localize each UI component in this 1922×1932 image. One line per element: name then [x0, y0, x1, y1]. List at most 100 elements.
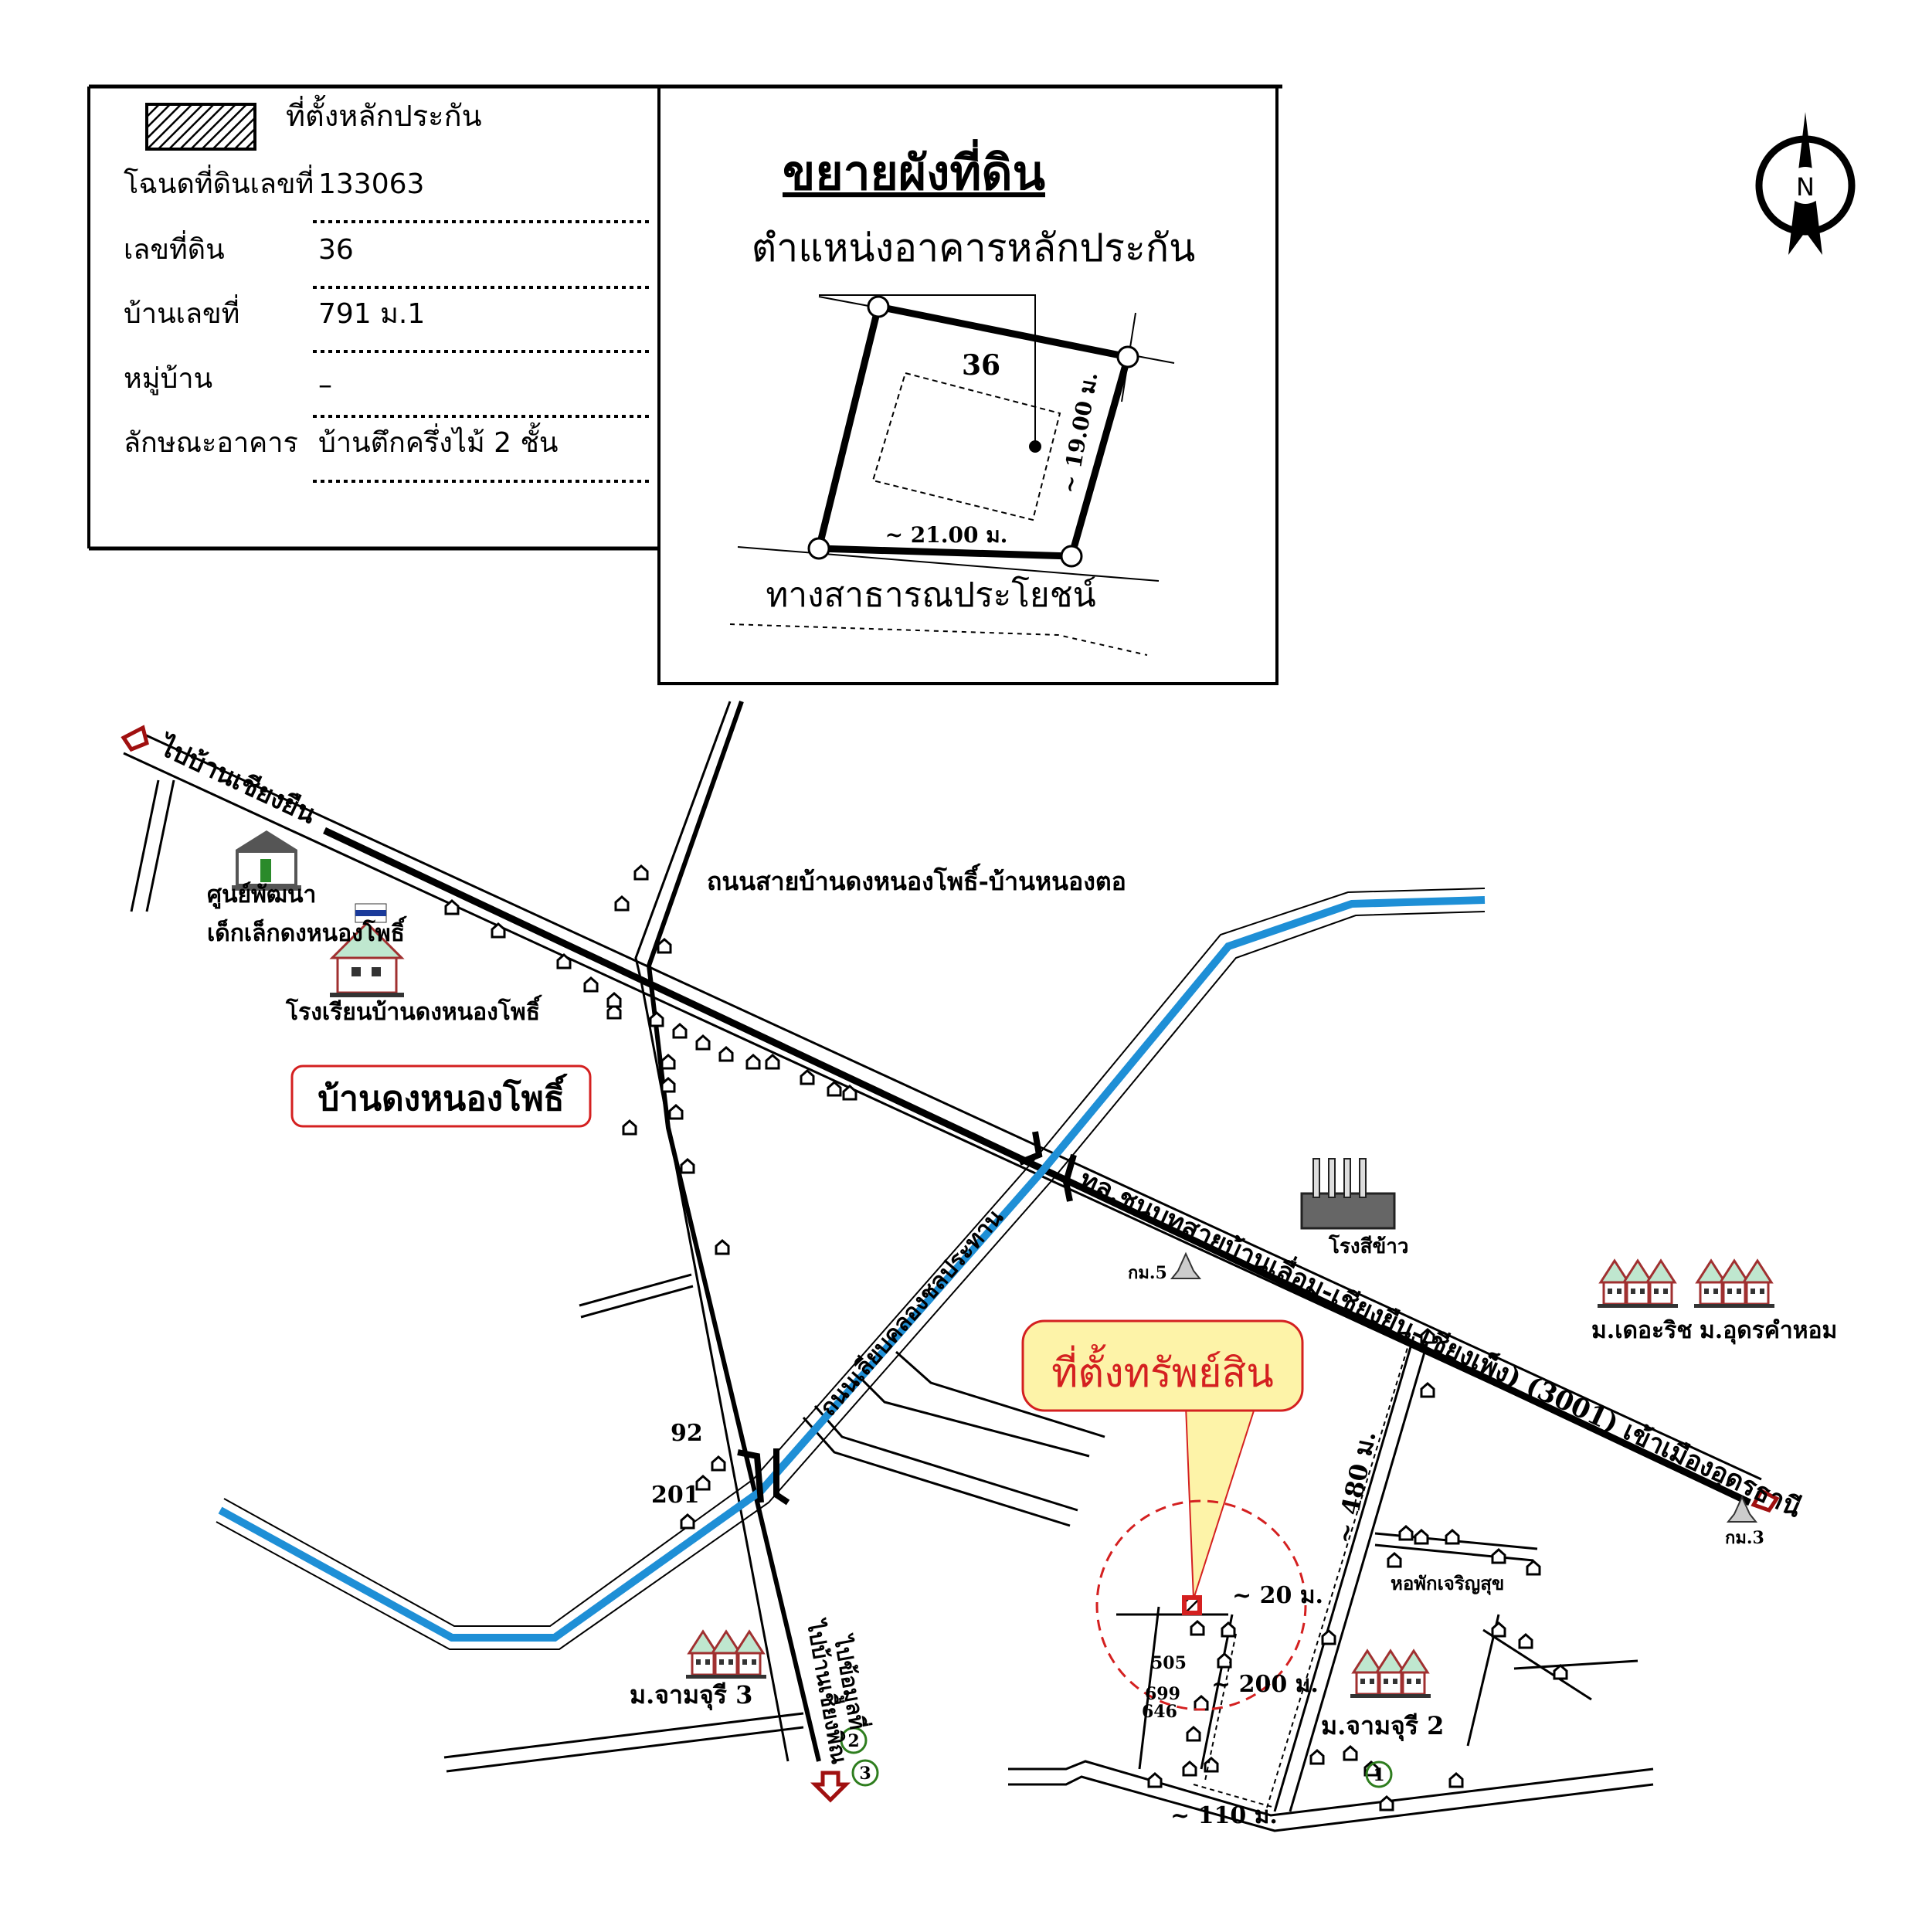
house-icon — [649, 1011, 664, 1027]
house-icon — [614, 895, 630, 912]
arrow-east-icon — [1751, 1488, 1780, 1513]
distance-110-label: ~ 110 ม. — [1170, 1802, 1278, 1829]
road-network — [123, 701, 1762, 1832]
legend-label-parcel: เลขที่ดิน — [124, 230, 225, 266]
hatch-swatch — [145, 103, 256, 151]
house-icon — [1321, 1629, 1336, 1645]
house-646-label: 646 — [1142, 1702, 1177, 1722]
marker-3-label: 3 — [859, 1764, 871, 1784]
house-icon — [827, 1081, 842, 1097]
house-icon — [1448, 1772, 1464, 1788]
asset-radius-circle — [1095, 1499, 1307, 1711]
school-icon — [329, 903, 405, 997]
plot-detail-box: ขยายผังที่ดิน ตำแหน่งอาคารหลักประกัน 36 … — [657, 85, 1279, 685]
to-chiang-yuen-label: ไปบ้านเชียงยืน — [153, 730, 321, 830]
childcare-label-1: ศูนย์พัฒนา — [207, 881, 316, 909]
legend-value-deed: 133063 — [318, 168, 424, 200]
the-rich-label: ม.เดอะริช — [1591, 1317, 1693, 1344]
legend-value-house-no: 791 ม.1 — [318, 298, 425, 330]
house-icon — [657, 938, 672, 954]
house-icon — [1420, 1328, 1435, 1344]
main-road — [142, 732, 1762, 1481]
housing-estate-icon — [1598, 1258, 1678, 1308]
road-north-label: ถนนสายบ้านดงหนองโพธิ์-บ้านหนองตอ — [707, 863, 1126, 896]
marker-3-icon — [851, 1759, 879, 1787]
arrow-west-icon — [121, 725, 149, 752]
house-icon — [1420, 1382, 1435, 1398]
asset-location-label: ที่ตั้งทรัพย์สิน — [1051, 1344, 1274, 1397]
house-icon — [1186, 1726, 1201, 1742]
house-icon — [583, 976, 599, 993]
bridge-icon — [737, 1131, 1077, 1506]
house-icon — [695, 1475, 711, 1491]
house-icon — [1379, 1795, 1394, 1811]
childcare-label-2: เด็กเล็กดงหนองโพธิ์ — [207, 915, 408, 947]
parcel-number: 36 — [962, 349, 1000, 382]
public-road-label: ทางสาธารณประโยชน์ — [766, 576, 1095, 615]
asset-location-callout: ที่ตั้งทรัพย์สิน — [1021, 1319, 1307, 1711]
house-201-label: 201 — [651, 1482, 700, 1509]
legend-value-parcel: 36 — [318, 234, 354, 266]
legend-label-building: ลักษณะอาคาร — [124, 427, 298, 459]
legend-label-deed: โฉนดที่ดินเลขที่ — [124, 165, 314, 200]
house-icon — [1445, 1529, 1460, 1545]
km5-label: กม.5 — [1128, 1263, 1167, 1283]
house-icon — [633, 864, 649, 881]
house-icon — [745, 1054, 761, 1070]
plot-subtitle: ตำแหน่งอาคารหลักประกัน — [752, 226, 1196, 270]
house-icon — [1221, 1621, 1236, 1638]
svg-text:N: N — [1796, 172, 1815, 202]
house-icon — [668, 1104, 684, 1120]
school-label: โรงเรียนบ้านดงหนองโพธิ์ — [285, 994, 543, 1026]
house-icon — [622, 1119, 637, 1136]
km5-marker-icon — [1170, 1251, 1202, 1279]
building-footprint — [871, 372, 1061, 521]
house-icon — [718, 1046, 734, 1062]
house-icon — [1387, 1552, 1402, 1568]
house-icon — [1491, 1621, 1506, 1638]
marker-1-label: 1 — [1373, 1765, 1384, 1785]
childcare-center-icon — [232, 830, 301, 891]
house-icon — [695, 1034, 711, 1051]
marker-2-label: 2 — [847, 1731, 859, 1751]
house-icon — [765, 1054, 780, 1070]
irrigation-canal — [216, 888, 1486, 1650]
house-icon — [1363, 1761, 1379, 1777]
dormitory-label: หอพักเจริญสุข — [1391, 1572, 1504, 1596]
house-92-label: 92 — [671, 1420, 703, 1447]
house-icon — [672, 1023, 688, 1039]
hatch-label: ที่ตั้งหลักประกัน — [286, 94, 482, 133]
km3-label: กม.3 — [1725, 1528, 1764, 1548]
house-icon — [1343, 1745, 1358, 1761]
marker-2-icon — [840, 1727, 868, 1754]
house-icon — [842, 1085, 857, 1101]
distance-200-label: ~ 200 ม. — [1211, 1671, 1319, 1698]
width-label: ~ 21.00 ม. — [885, 522, 1008, 548]
legend-label-house-no: บ้านเลขที่ — [124, 294, 239, 330]
house-icon — [680, 1513, 695, 1530]
north-arrow-icon: N — [1755, 112, 1856, 255]
house-icon — [606, 992, 622, 1008]
house-icon — [1414, 1529, 1429, 1545]
house-icon — [680, 1158, 695, 1174]
plot-title: ขยายผังที่ดิน — [783, 139, 1045, 201]
house-699-label: 699 — [1145, 1684, 1180, 1704]
village-label-box — [290, 1064, 592, 1128]
rice-mill-label: โรงสีข้าว — [1328, 1234, 1408, 1258]
house-icon — [491, 922, 506, 939]
rice-mill-icon — [1300, 1158, 1396, 1230]
house-icon — [1190, 1620, 1205, 1636]
house-icon — [1147, 1772, 1163, 1788]
house-icon — [556, 953, 572, 969]
arrow-south-icon — [810, 1771, 851, 1803]
udon-khamhom-label: ม.อุดรคำหอม — [1700, 1317, 1837, 1345]
housing-estate-icon — [1694, 1258, 1774, 1308]
village-label: บ้านดงหนองโพธิ์ — [318, 1073, 568, 1119]
legend-label-village: หมู่บ้าน — [124, 363, 212, 396]
house-icon — [1182, 1761, 1197, 1777]
house-icon — [1194, 1695, 1209, 1711]
housing-estate-icon — [686, 1629, 766, 1679]
house-icons — [444, 864, 1568, 1811]
house-icon — [660, 1077, 676, 1093]
